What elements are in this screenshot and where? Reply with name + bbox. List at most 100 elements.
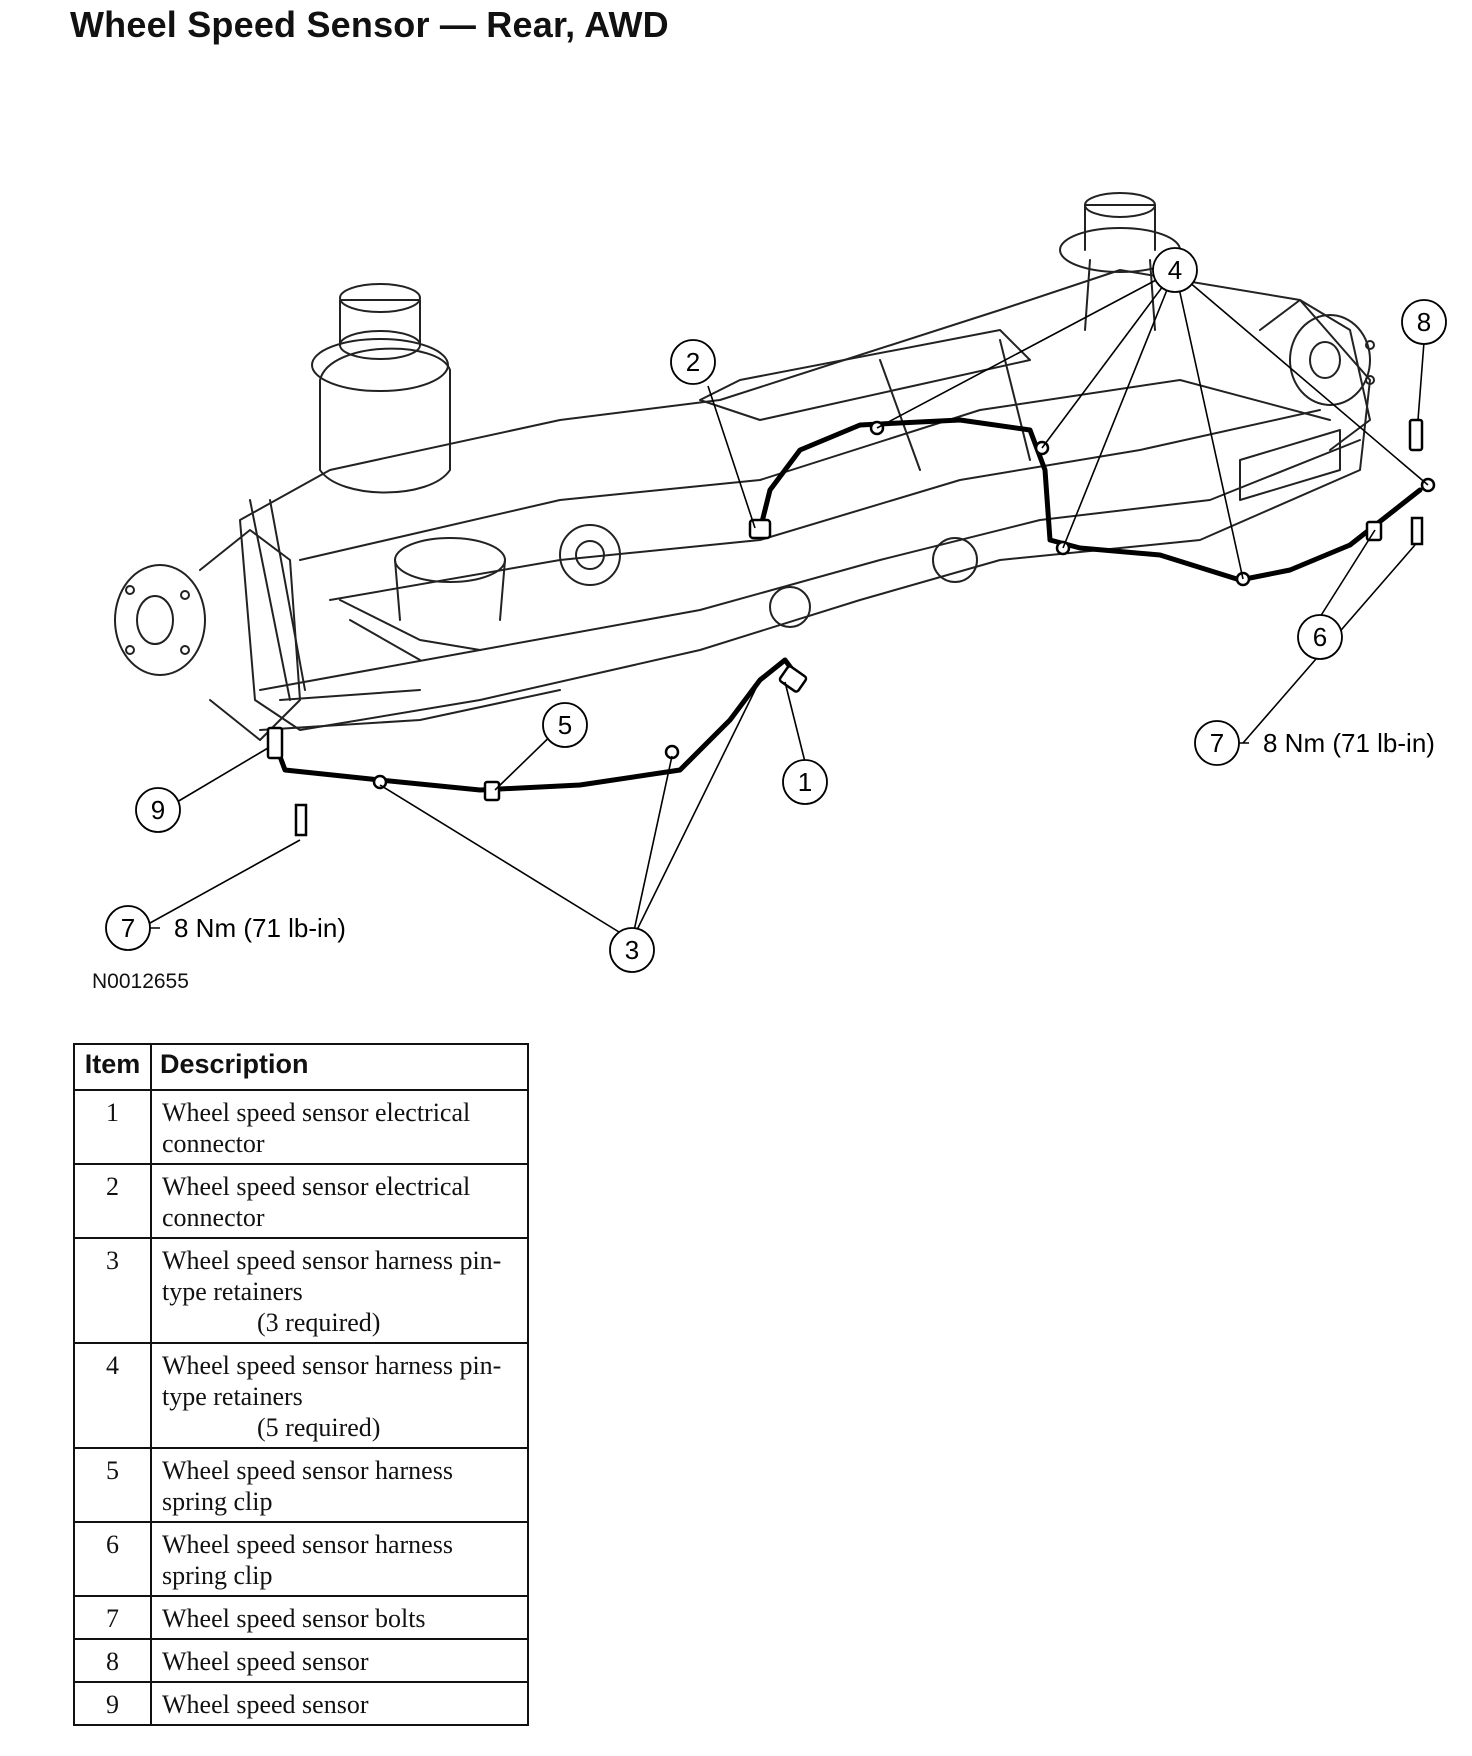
- left-stud-2: [125, 645, 135, 655]
- spring-clip-5: [483, 780, 501, 802]
- row-item-number: 7: [73, 1595, 152, 1640]
- torque-spec-right: 8 Nm (71 lb-in): [1263, 728, 1435, 758]
- left-hub-center: [136, 595, 174, 645]
- row-item-number: 5: [73, 1447, 152, 1523]
- bolt-7-left: [294, 803, 308, 837]
- right-strut-cap: [1084, 192, 1156, 218]
- left-stud-4: [180, 645, 190, 655]
- row-description: Wheel speed sensor harness pin-type reta…: [162, 1351, 502, 1411]
- torque-spec-left: 8 Nm (71 lb-in): [174, 913, 346, 943]
- left-spring-seat-body: [394, 559, 506, 621]
- left-lower-arm: [259, 689, 561, 731]
- rear-bracket: [1239, 429, 1341, 501]
- row-description: Wheel speed sensor bolts: [162, 1604, 426, 1633]
- row-item-number: 4: [73, 1342, 152, 1449]
- right-stud-1: [1365, 340, 1375, 350]
- row-description-cell: Wheel speed sensor harness spring clip: [150, 1521, 529, 1597]
- header-item: Item: [73, 1043, 152, 1091]
- callout-circle-2: [670, 339, 716, 385]
- connector-1: [778, 665, 808, 693]
- callout-label-7-left: 7: [121, 913, 135, 943]
- callout-circle-9: [135, 787, 181, 833]
- table-row: 7 Wheel speed sensor bolts: [73, 1595, 529, 1640]
- row-description: Wheel speed sensor: [162, 1690, 369, 1719]
- right-strut-column: [1084, 259, 1156, 331]
- leader-9: [176, 747, 269, 803]
- callout-label-9: 9: [151, 795, 165, 825]
- row-note: (5 required): [257, 1413, 381, 1442]
- stabilizer-bar: [339, 599, 481, 661]
- callout-circle-3: [609, 927, 655, 973]
- right-hub: [1289, 314, 1371, 406]
- figure-number: N0012655: [92, 970, 189, 993]
- right-harness: [757, 417, 1423, 583]
- callout-circle-8: [1401, 299, 1447, 345]
- row-description: Wheel speed sensor harness spring clip: [162, 1456, 453, 1516]
- suspension-diagram: 1 2 3 4 5 6 7 7 8 9 8 Nm (71 lb-in) 8 Nm…: [105, 192, 1447, 973]
- left-harness: [269, 657, 803, 793]
- row-note: (3 required): [257, 1308, 381, 1337]
- table-row: 9 Wheel speed sensor: [73, 1681, 529, 1726]
- row-description: Wheel speed sensor electrical connector: [162, 1172, 471, 1232]
- leader-4a: [876, 269, 1176, 429]
- left-strut-body: [339, 299, 421, 346]
- right-hub-center: [1309, 341, 1341, 379]
- leader-2: [707, 385, 756, 529]
- connector-2: [748, 518, 772, 540]
- differential-mount-inner: [575, 540, 605, 570]
- subframe-inner-rail: [329, 409, 1321, 601]
- callout-circle-5: [542, 702, 588, 748]
- row-description: Wheel speed sensor: [162, 1647, 369, 1676]
- leader-1: [784, 681, 806, 763]
- row-description-cell: Wheel speed sensor bolts: [150, 1595, 529, 1640]
- row-description: Wheel speed sensor harness pin-type reta…: [162, 1246, 502, 1306]
- callout-label-1: 1: [798, 767, 812, 797]
- row-item-number: 6: [73, 1521, 152, 1597]
- leader-4c: [1062, 269, 1176, 549]
- left-hub: [114, 564, 206, 676]
- subframe-outline: [239, 269, 1371, 731]
- retainer-3a: [372, 774, 388, 790]
- sensor-9: [266, 726, 284, 760]
- row-description-cell: Wheel speed sensor electrical connector: [150, 1163, 529, 1239]
- row-item-number: 1: [73, 1089, 152, 1165]
- row-item-number: 2: [73, 1163, 152, 1239]
- row-description-cell: Wheel speed sensor harness spring clip: [150, 1447, 529, 1523]
- row-description-cell: Wheel speed sensor: [150, 1681, 529, 1726]
- bolt-7-right: [1410, 516, 1424, 546]
- subframe-bushing-front: [769, 586, 811, 628]
- sensor-8: [1408, 418, 1424, 452]
- left-spring-seat: [394, 537, 506, 583]
- row-description-cell: Wheel speed sensor harness pin-type reta…: [150, 1342, 529, 1449]
- right-stud-2: [1365, 375, 1375, 385]
- callout-circle-6: [1297, 614, 1343, 660]
- leader-7-left: [140, 839, 301, 929]
- leader-4d: [1174, 269, 1244, 580]
- exhaust-bracket: [249, 499, 306, 701]
- subframe-bushing-center: [932, 537, 978, 583]
- leader-4e: [1174, 269, 1429, 486]
- row-item-number: 9: [73, 1681, 152, 1726]
- left-knuckle: [199, 529, 301, 741]
- callout-circle-4: [1152, 247, 1198, 293]
- callout-label-2: 2: [686, 347, 700, 377]
- right-knuckle: [1259, 299, 1371, 451]
- leader-3a: [379, 784, 633, 941]
- page-title: Wheel Speed Sensor — Rear, AWD: [70, 4, 669, 45]
- subframe-crossmember: [299, 379, 1331, 561]
- row-description: Wheel speed sensor electrical connector: [162, 1098, 471, 1158]
- left-strut-top: [339, 330, 421, 360]
- right-strut-body: [1084, 204, 1156, 251]
- leader-3c: [631, 679, 761, 941]
- row-description: Wheel speed sensor harness spring clip: [162, 1530, 453, 1590]
